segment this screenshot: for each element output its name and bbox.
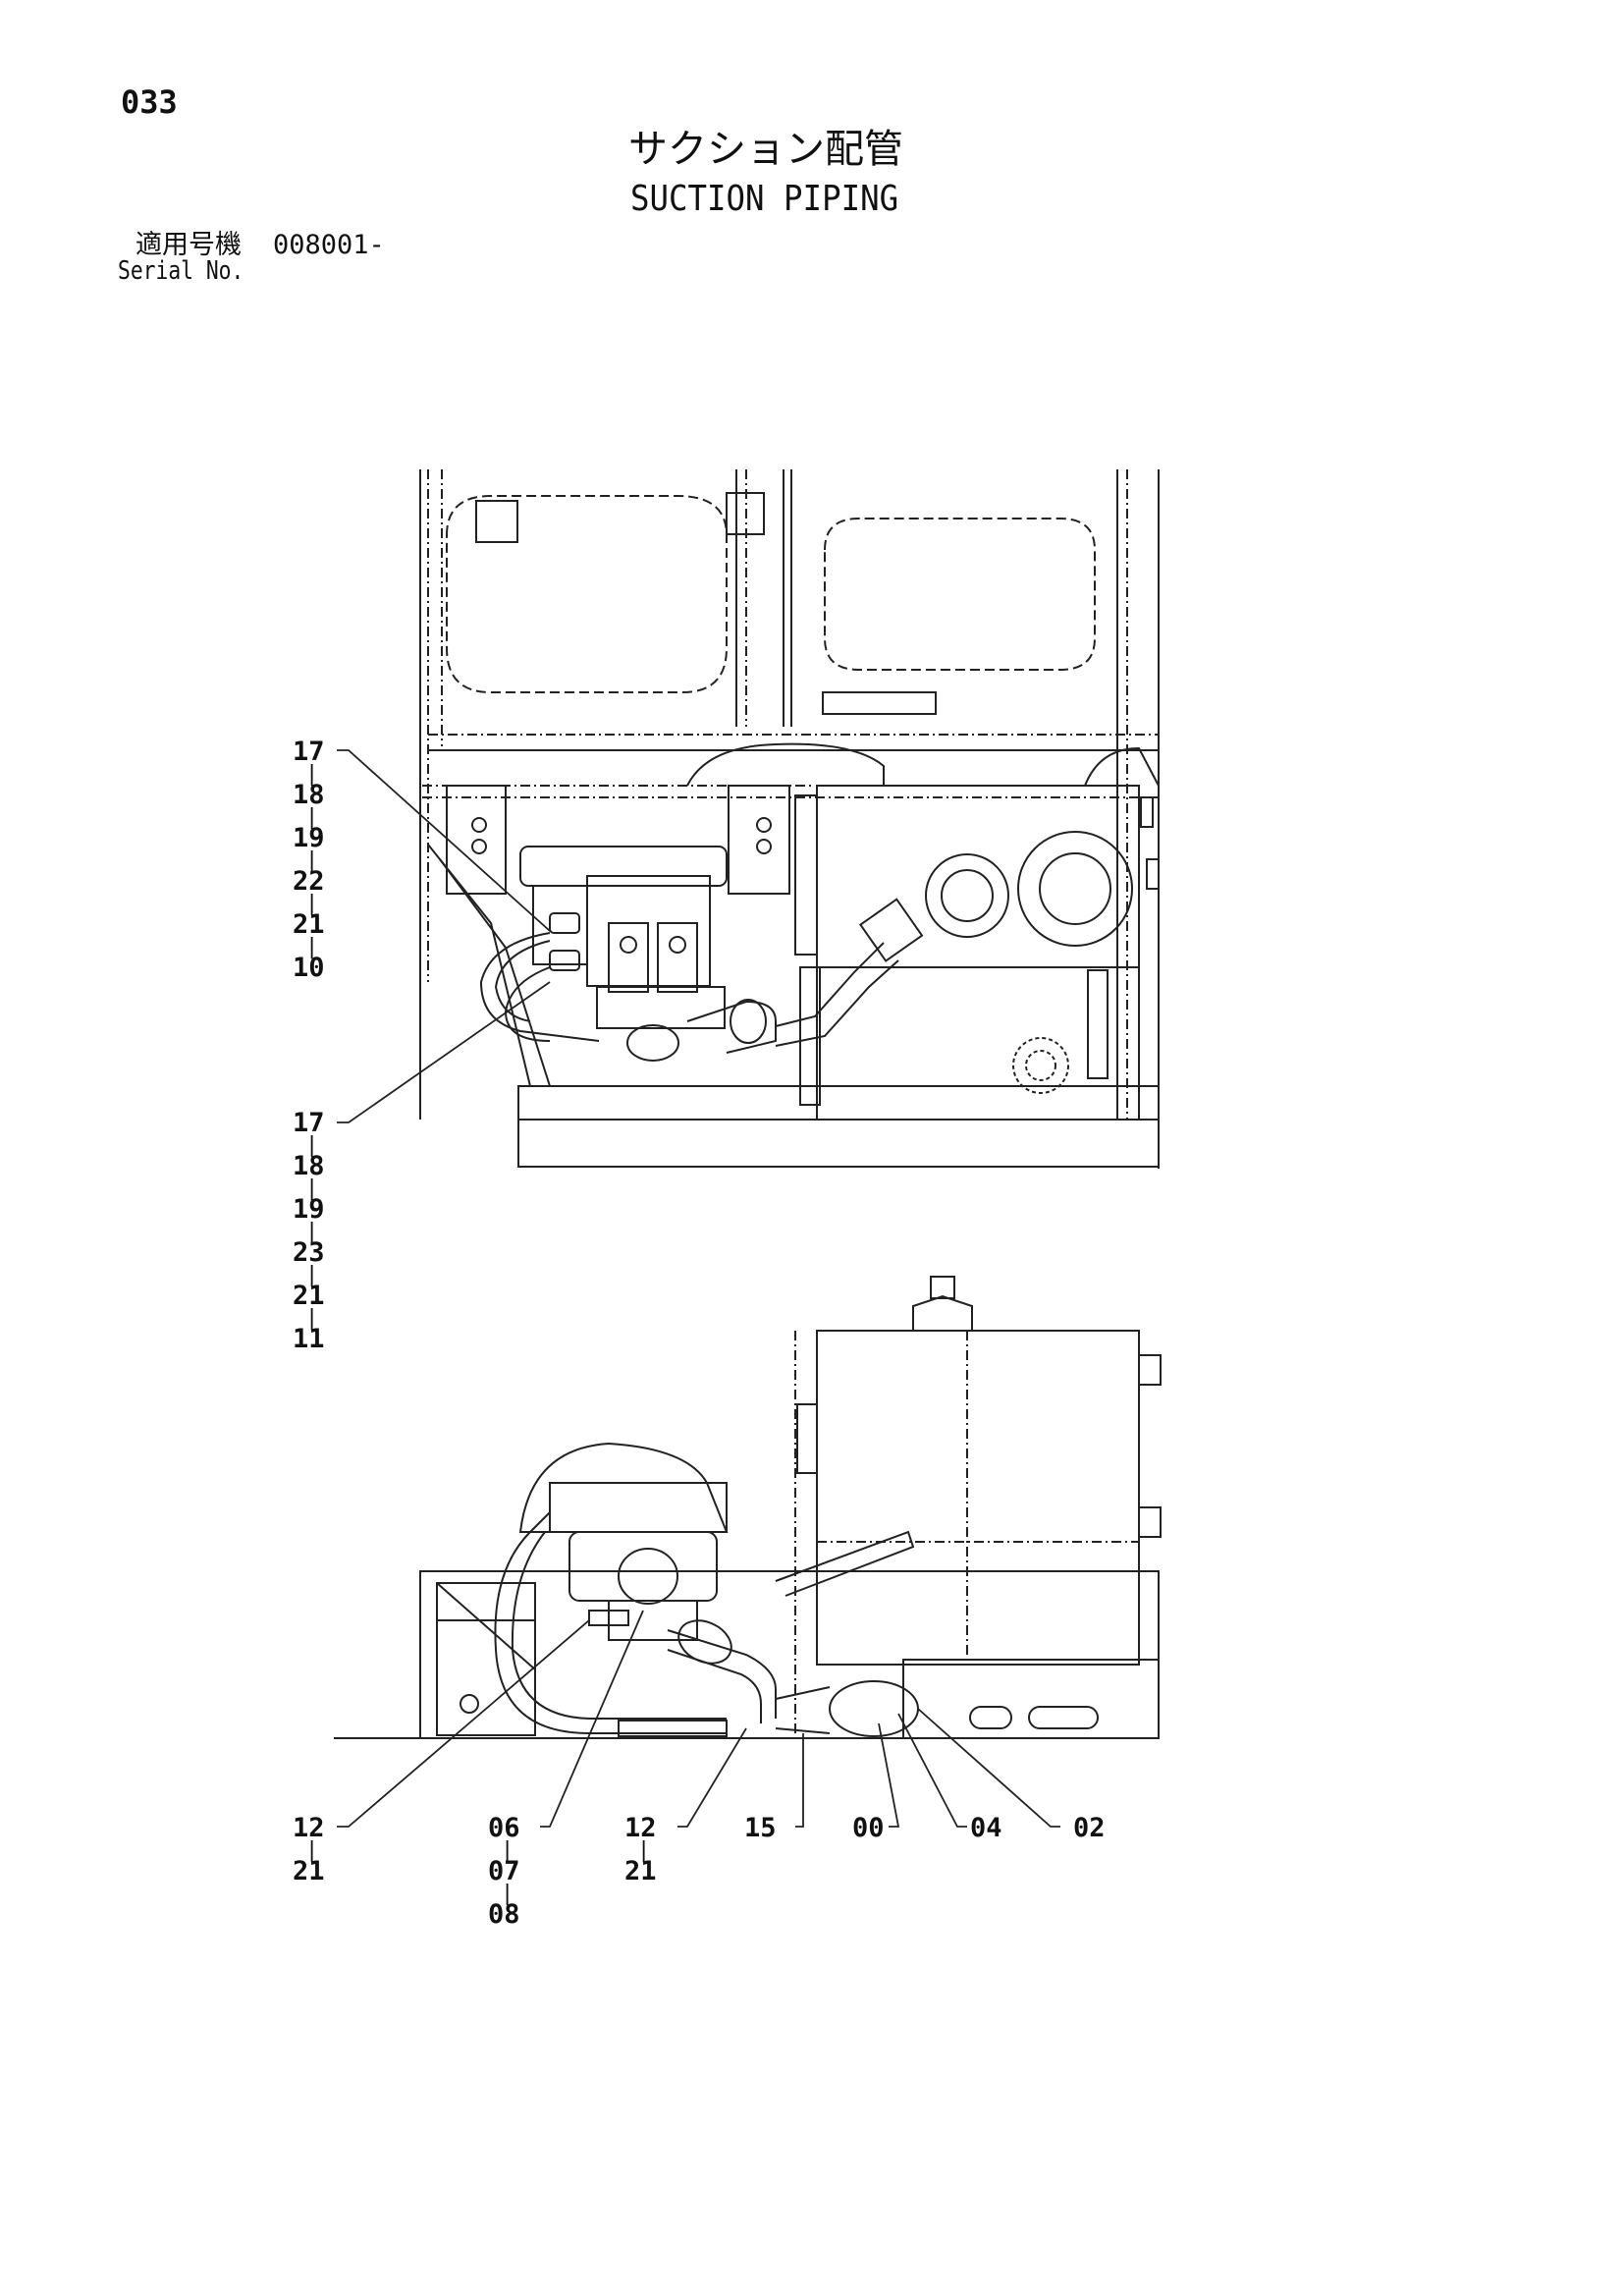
callout-18-b: 18 (293, 1151, 325, 1181)
svg-text:|: | (305, 762, 318, 787)
callout-18-a: 18 (293, 780, 325, 810)
callout-04: 04 (970, 1813, 1002, 1843)
page-title-japanese: サクション配管 (628, 127, 903, 172)
callout-06: 06 (488, 1813, 520, 1843)
top-view-windows (446, 492, 1096, 715)
svg-text:|: | (305, 1220, 318, 1244)
svg-text:|: | (305, 1133, 318, 1158)
svg-text:|: | (305, 1838, 318, 1863)
serial-label-english: Serial No. (118, 256, 244, 286)
callout-22: 22 (293, 866, 325, 897)
callout-21-d: 21 (624, 1856, 657, 1886)
svg-text:|: | (305, 1263, 318, 1287)
callout-02: 02 (1073, 1813, 1106, 1843)
callout-08: 08 (488, 1899, 520, 1930)
page-number: 033 (121, 83, 178, 121)
svg-text:|: | (637, 1838, 650, 1863)
callout-group-bottom: 12 | 21 06 | 07 | 08 12 | 21 15 00 04 02 (293, 1813, 1106, 1930)
top-view-brackets (446, 742, 1160, 895)
side-view-pump (494, 1442, 919, 1737)
callout-10: 10 (293, 953, 325, 983)
callout-07: 07 (488, 1856, 520, 1886)
svg-text:|: | (501, 1882, 514, 1906)
callout-12-a: 12 (293, 1813, 325, 1843)
serial-number-value: 008001- (273, 230, 385, 260)
svg-text:|: | (305, 935, 318, 959)
callout-group-top-a: 17 | 18 | 19 | 22 | 21 | 10 (293, 737, 325, 983)
callout-23: 23 (293, 1237, 325, 1268)
callout-11: 11 (293, 1324, 325, 1354)
svg-text:|: | (305, 805, 318, 830)
callout-17-b: 17 (293, 1108, 325, 1138)
callout-21-b: 21 (293, 1281, 325, 1311)
callout-00: 00 (852, 1813, 885, 1843)
callout-17-a: 17 (293, 737, 325, 767)
side-view-frame (334, 1570, 1160, 1739)
svg-text:|: | (305, 1176, 318, 1201)
page-title-english: SUCTION PIPING (630, 179, 899, 219)
svg-text:|: | (305, 892, 318, 916)
top-view-pump (479, 846, 924, 1062)
callout-21-a: 21 (293, 909, 325, 940)
serial-label-japanese: 適用号機 (135, 230, 242, 260)
callout-15: 15 (744, 1813, 777, 1843)
top-view-tank (794, 785, 1160, 1121)
callout-12-b: 12 (624, 1813, 657, 1843)
callout-group-top-b: 17 | 18 | 19 | 23 | 21 | 11 (293, 1108, 325, 1354)
leader-lines (337, 749, 1060, 1828)
svg-text:|: | (305, 848, 318, 873)
svg-text:|: | (305, 1306, 318, 1331)
callout-21-c: 21 (293, 1856, 325, 1886)
svg-text:|: | (501, 1838, 514, 1863)
side-view-tank (775, 1276, 1162, 1738)
callout-19-b: 19 (293, 1194, 325, 1225)
callout-19-a: 19 (293, 823, 325, 853)
